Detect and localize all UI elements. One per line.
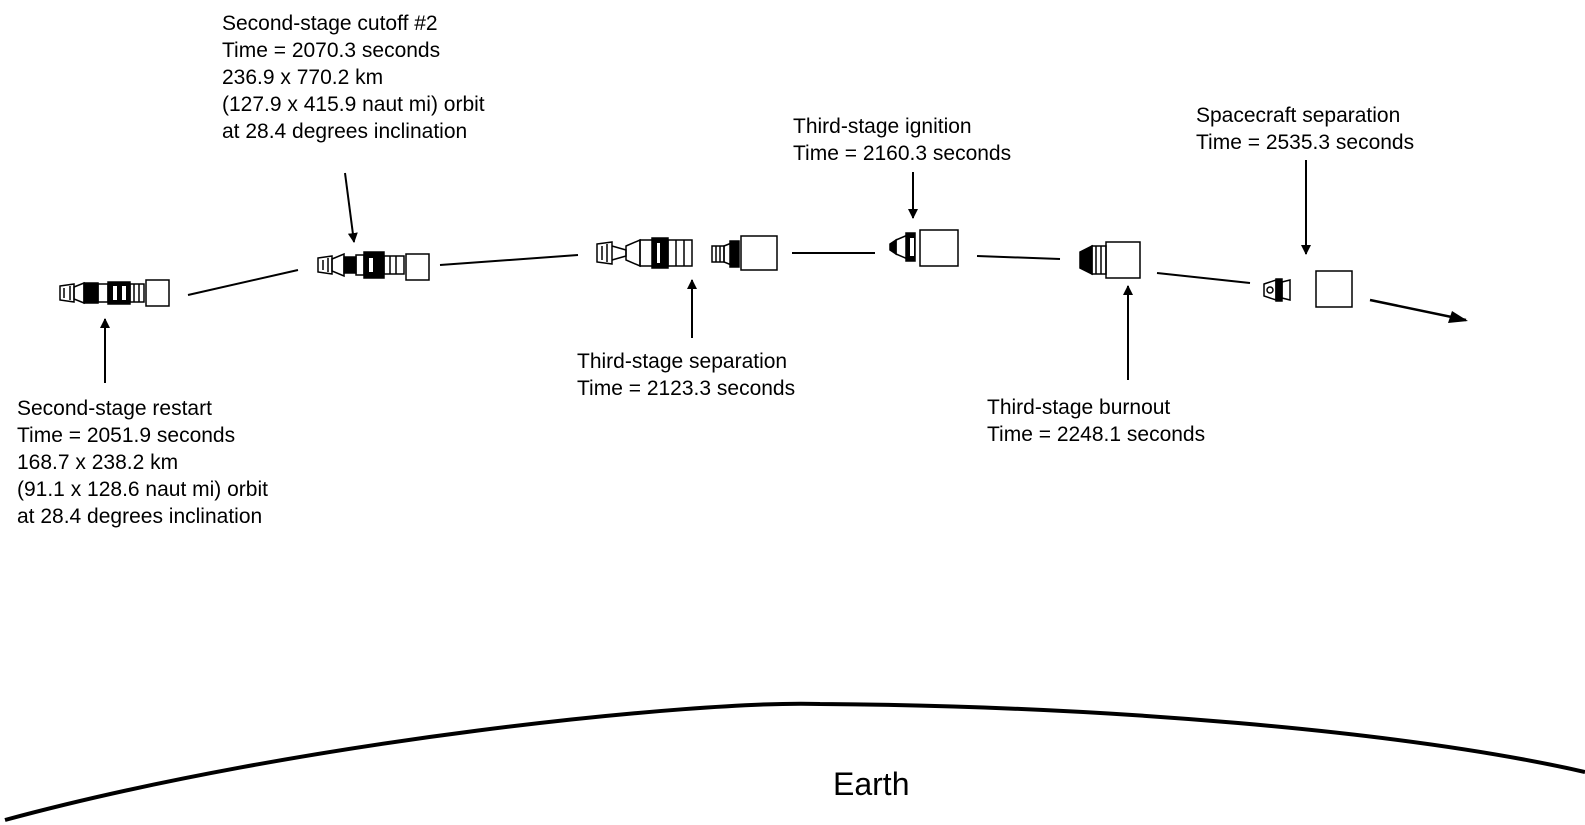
label-line: Time = 2248.1 seconds	[987, 423, 1206, 446]
vehicle-spacecraft-separation	[1263, 270, 1353, 308]
trajectory-segment	[187, 269, 299, 296]
label-second-stage-cutoff: Second-stage cutoff #2 Time = 2070.3 sec…	[222, 10, 485, 145]
label-line: Second-stage restart	[17, 397, 212, 420]
label-spacecraft-separation: Spacecraft separation Time = 2535.3 seco…	[1196, 102, 1414, 156]
label-line: Time = 2160.3 seconds	[793, 142, 1012, 165]
label-line: 236.9 x 770.2 km	[222, 66, 384, 89]
callout-arrow-cutoff	[344, 172, 358, 243]
earth-horizon	[4, 701, 1585, 822]
direction-arrowhead	[1448, 311, 1468, 323]
trajectory-segment	[976, 255, 1061, 260]
label-line: 168.7 x 238.2 km	[17, 451, 179, 474]
callout-arrows	[100, 160, 1311, 383]
label-line: Third-stage ignition	[793, 115, 972, 138]
label-line: Time = 2070.3 seconds	[222, 39, 441, 62]
vehicle-stack-restart	[59, 279, 170, 307]
label-line: at 28.4 degrees inclination	[17, 505, 263, 528]
trajectory-path	[187, 252, 1467, 322]
earth-label: Earth	[833, 766, 910, 802]
label-line: Third-stage burnout	[987, 396, 1171, 419]
label-third-stage-ignition: Third-stage ignition Time = 2160.3 secon…	[793, 113, 1011, 167]
vehicle-third-stage-separation	[596, 235, 778, 271]
trajectory-direction-arrow	[1369, 298, 1467, 322]
vehicle-third-stage-burnout	[1079, 241, 1141, 279]
label-third-stage-separation: Third-stage separation Time = 2123.3 sec…	[577, 348, 795, 402]
label-line: Time = 2123.3 seconds	[577, 377, 796, 400]
vehicle-stack-cutoff	[317, 251, 430, 281]
label-line: Spacecraft separation	[1196, 104, 1401, 127]
label-line: Third-stage separation	[577, 350, 788, 373]
trajectory-segment	[1156, 272, 1251, 284]
trajectory-segment	[439, 254, 579, 266]
label-line: (127.9 x 415.9 naut mi) orbit	[222, 93, 485, 116]
label-third-stage-burnout: Third-stage burnout Time = 2248.1 second…	[987, 394, 1205, 448]
label-line: Time = 2535.3 seconds	[1196, 131, 1415, 154]
vehicle-third-stage-ignition	[889, 229, 959, 267]
label-line: (91.1 x 128.6 naut mi) orbit	[17, 478, 268, 501]
label-second-stage-restart: Second-stage restart Time = 2051.9 secon…	[17, 395, 268, 530]
label-line: at 28.4 degrees inclination	[222, 120, 468, 143]
label-line: Time = 2051.9 seconds	[17, 424, 236, 447]
label-line: Second-stage cutoff #2	[222, 12, 438, 35]
